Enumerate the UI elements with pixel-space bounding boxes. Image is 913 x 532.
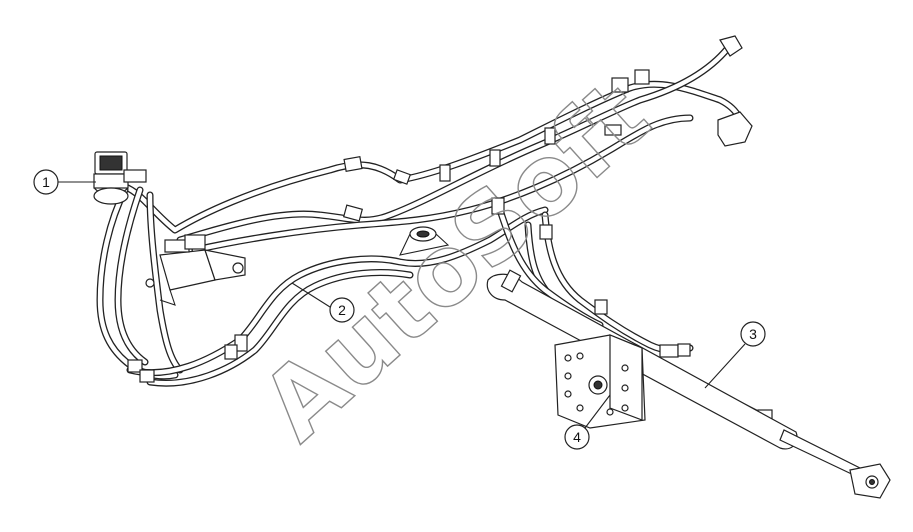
- callout-circle-1: [33, 169, 59, 195]
- callout-circle-3: [740, 321, 766, 347]
- callout-label-1: 1: [42, 174, 50, 190]
- hydraulic-cylinder-part-3: [486, 269, 891, 499]
- valve-block: [145, 234, 246, 306]
- callout-label-2: 2: [338, 302, 346, 318]
- mounting-plate-part-4: [554, 334, 646, 429]
- callout-label-3: 3: [749, 326, 757, 342]
- center-mount: [399, 226, 450, 256]
- callout-circle-4: [564, 424, 590, 450]
- callouts: 1 2 3 4: [33, 169, 766, 450]
- filter-housing-part-1: [93, 151, 147, 205]
- callout-label-4: 4: [573, 429, 581, 445]
- callout-circle-2: [329, 297, 355, 323]
- hose-fittings: [127, 35, 773, 423]
